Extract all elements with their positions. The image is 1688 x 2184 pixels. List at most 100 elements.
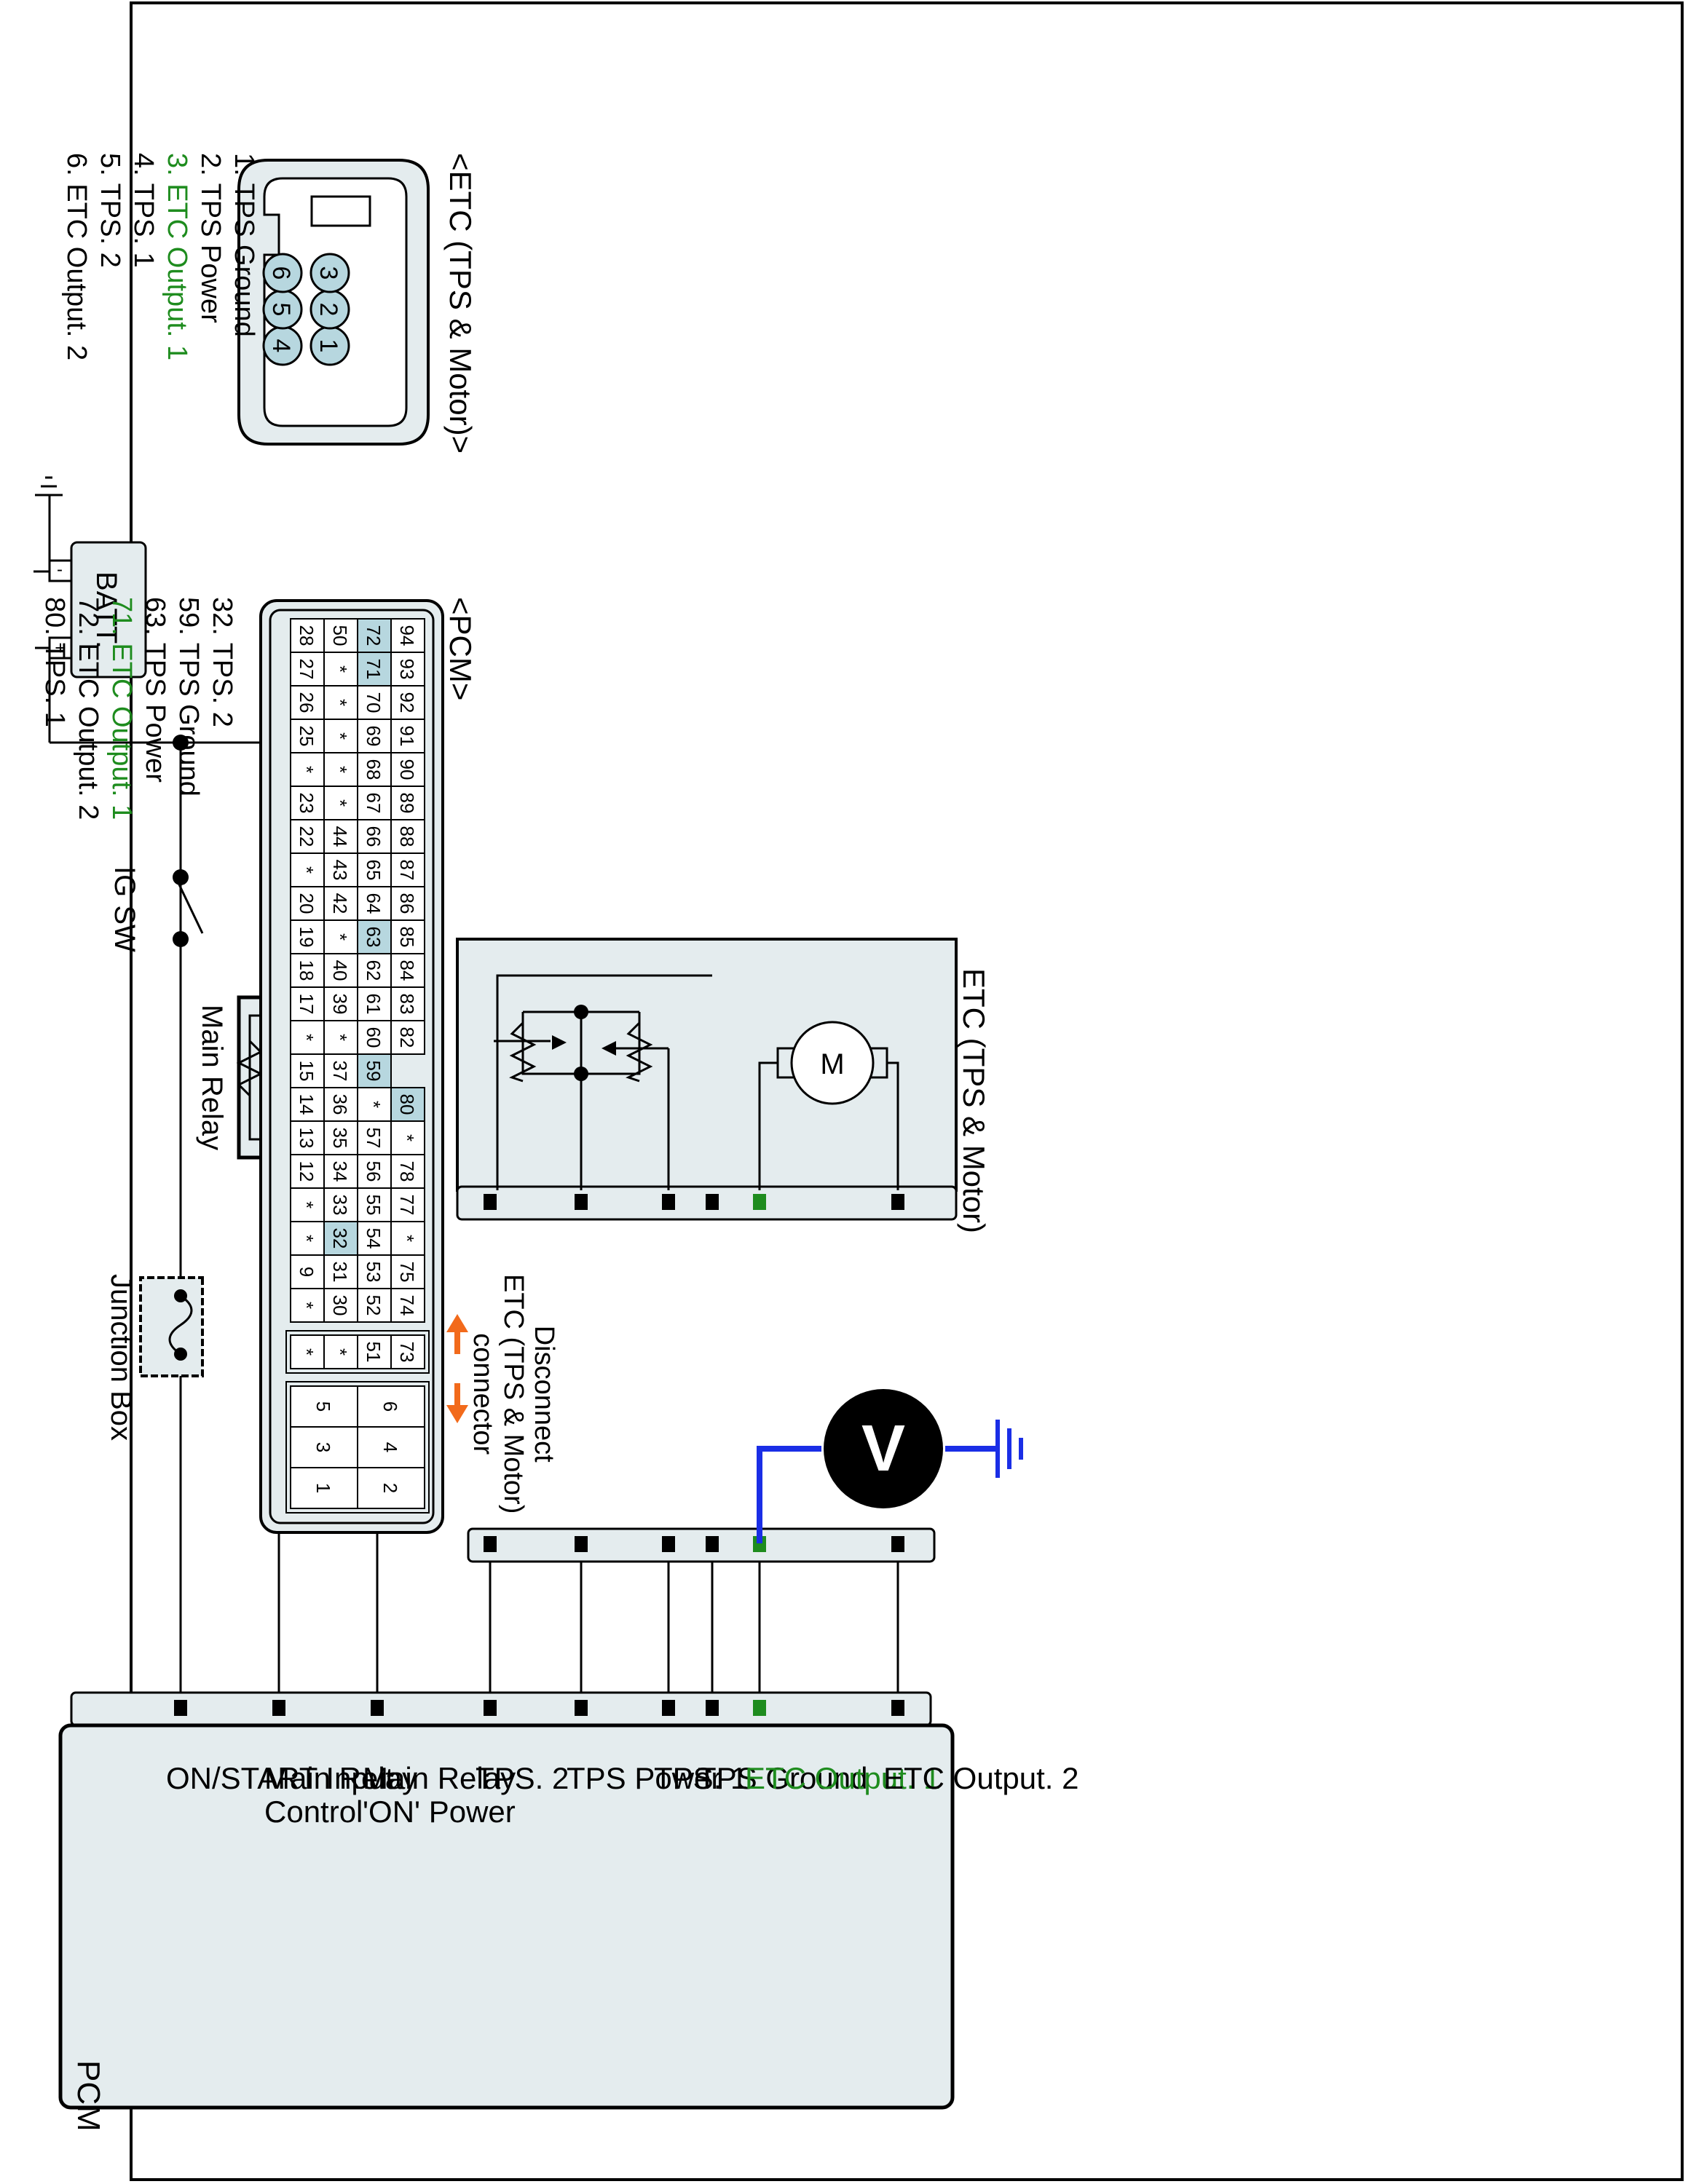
pcm-grid-label: 27 bbox=[296, 659, 318, 680]
pcm-grid-label: 57 bbox=[363, 1128, 384, 1149]
pcm-grid-label: 94 bbox=[396, 625, 418, 646]
etc-pin-number: 5 bbox=[267, 303, 295, 317]
pin-list-item: 4. TPS. 1 bbox=[128, 153, 159, 268]
pcm-grid-label: * bbox=[296, 766, 318, 773]
pcm-grid-label: 88 bbox=[396, 826, 418, 847]
pcm-grid-label: * bbox=[296, 1034, 318, 1041]
pcm-input-label: ETC Output. 2 bbox=[883, 1761, 1079, 1795]
pcm-grid-label: 6 bbox=[379, 1401, 401, 1412]
voltmeter: V bbox=[757, 1389, 1023, 1543]
pcm-grid-label: 5 bbox=[312, 1401, 334, 1412]
pin-list-item: 1. TPS Ground bbox=[229, 153, 259, 337]
pcm-grid-label: 9 bbox=[296, 1267, 318, 1277]
pcm-grid-label: 59 bbox=[363, 1061, 384, 1082]
pcm-grid-label: 52 bbox=[363, 1295, 384, 1316]
etc-module-label: ETC (TPS & Motor) bbox=[957, 968, 991, 1234]
pcm-grid-label: 74 bbox=[396, 1295, 418, 1316]
pin-list-item: 59. TPS Ground bbox=[173, 597, 204, 796]
pcm-grid-label: * bbox=[329, 933, 351, 941]
pcm-connector-face: 94939291908988878685848382**7877*7574727… bbox=[257, 597, 446, 1536]
pcm-grid-label: * bbox=[296, 1201, 318, 1208]
pcm-grid-label: 12 bbox=[296, 1161, 318, 1182]
pcm-grid-label: 69 bbox=[363, 726, 384, 747]
pcm-grid-label: 14 bbox=[296, 1094, 318, 1115]
pcm-grid-label: 13 bbox=[296, 1128, 318, 1149]
pin-list-item: 80. TPS. 1 bbox=[39, 597, 70, 727]
pcm-grid-label: * bbox=[296, 866, 318, 874]
pcm-grid-label: 72 bbox=[363, 625, 384, 646]
pcm-grid-label: 71 bbox=[363, 659, 384, 680]
pcm-grid-label: 77 bbox=[396, 1195, 418, 1216]
pcm-grid-label: 84 bbox=[396, 960, 418, 981]
pcm-grid-label: 73 bbox=[396, 1342, 418, 1363]
etc-harness-connector bbox=[467, 1527, 936, 1563]
etc-pin-circle bbox=[309, 253, 350, 293]
pcm-grid-label: 56 bbox=[363, 1161, 384, 1182]
pcm-grid-label: 91 bbox=[396, 726, 418, 747]
pcm-grid-label: 78 bbox=[396, 1161, 418, 1182]
pcm-grid-label: 32 bbox=[329, 1228, 351, 1249]
pcm-grid-label: 83 bbox=[396, 994, 418, 1015]
pcm-grid-label: 80 bbox=[396, 1094, 418, 1115]
pcm-grid-label: 87 bbox=[396, 860, 418, 881]
ground-wire bbox=[33, 494, 51, 573]
pcm-grid-label: 89 bbox=[396, 793, 418, 814]
pcm-grid-label: 3 bbox=[312, 1442, 334, 1452]
pcm-grid-label: 61 bbox=[363, 994, 384, 1015]
pcm-grid-label: 20 bbox=[296, 893, 318, 914]
pcm-grid-label: 40 bbox=[329, 960, 351, 981]
pcm-grid-label: * bbox=[329, 665, 351, 673]
battery-label: BATT. bbox=[90, 571, 122, 649]
pcm-grid-label: * bbox=[396, 1134, 418, 1142]
pcm-grid-label: 31 bbox=[329, 1262, 351, 1283]
pcm-grid-label: * bbox=[329, 766, 351, 773]
pcm-grid-label: * bbox=[296, 1302, 318, 1309]
battery-minus-label: - bbox=[57, 560, 63, 579]
pcm-grid-label: 53 bbox=[363, 1262, 384, 1283]
pcm-grid-label: * bbox=[296, 1348, 318, 1356]
etc-pin-number: 4 bbox=[267, 339, 295, 353]
pcm-input-label-line: ETC Output. 2 bbox=[883, 1761, 1079, 1795]
pcm-grid-label: 44 bbox=[329, 826, 351, 847]
disconnect-arrows bbox=[446, 1314, 468, 1423]
pcm-grid-label: 26 bbox=[296, 692, 318, 713]
etc-pin-number: 3 bbox=[315, 266, 342, 280]
pcm-input-label-line: TPS. 2 bbox=[476, 1761, 569, 1795]
pcm-grid-label: 18 bbox=[296, 960, 318, 981]
pcm-grid-label: 82 bbox=[396, 1027, 418, 1048]
pcm-grid-label: 50 bbox=[329, 625, 351, 646]
pcm-grid-label: 42 bbox=[329, 893, 351, 914]
pcm-module bbox=[58, 1691, 955, 2110]
pcm-grid-label: 30 bbox=[329, 1295, 351, 1316]
pin-list-item: 6. ETC Output. 2 bbox=[61, 153, 92, 361]
pcm-grid-label: 22 bbox=[296, 826, 318, 847]
pcm-grid-label: 2 bbox=[379, 1483, 401, 1493]
etc-pin-number: 1 bbox=[315, 339, 342, 353]
pcm-grid-label: 54 bbox=[363, 1228, 384, 1249]
battery: - + BATT. bbox=[48, 541, 147, 678]
pcm-grid-label: 63 bbox=[363, 927, 384, 948]
pcm-grid-label: 62 bbox=[363, 960, 384, 981]
pcm-grid-svg: 94939291908988878685848382**7877*7574727… bbox=[259, 599, 444, 1534]
etc-pin-circle bbox=[262, 253, 303, 293]
pin-list-item: 63. TPS Power bbox=[140, 597, 170, 783]
pcm-grid-label: * bbox=[363, 1101, 384, 1108]
disconnect-note-line: ETC (TPS & Motor) bbox=[498, 1274, 529, 1514]
pcm-grid-label: * bbox=[329, 732, 351, 740]
main-relay-label: Main Relay bbox=[196, 1005, 228, 1150]
pcm-grid-label: 86 bbox=[396, 893, 418, 914]
pcm-grid-label: 75 bbox=[396, 1262, 418, 1283]
pcm-grid-label: * bbox=[329, 799, 351, 807]
pcm-grid-label: 17 bbox=[296, 994, 318, 1015]
pcm-grid-label: * bbox=[396, 1235, 418, 1242]
motor-label: M bbox=[820, 1048, 844, 1080]
etc-pin-number: 2 bbox=[315, 303, 342, 317]
pcm-label: PCM bbox=[71, 2060, 106, 2132]
pcm-connector-title: <PCM> bbox=[443, 597, 478, 701]
pcm-grid-label: * bbox=[329, 1034, 351, 1041]
pcm-grid-label: * bbox=[329, 699, 351, 706]
etc-module-pins bbox=[484, 1194, 904, 1210]
